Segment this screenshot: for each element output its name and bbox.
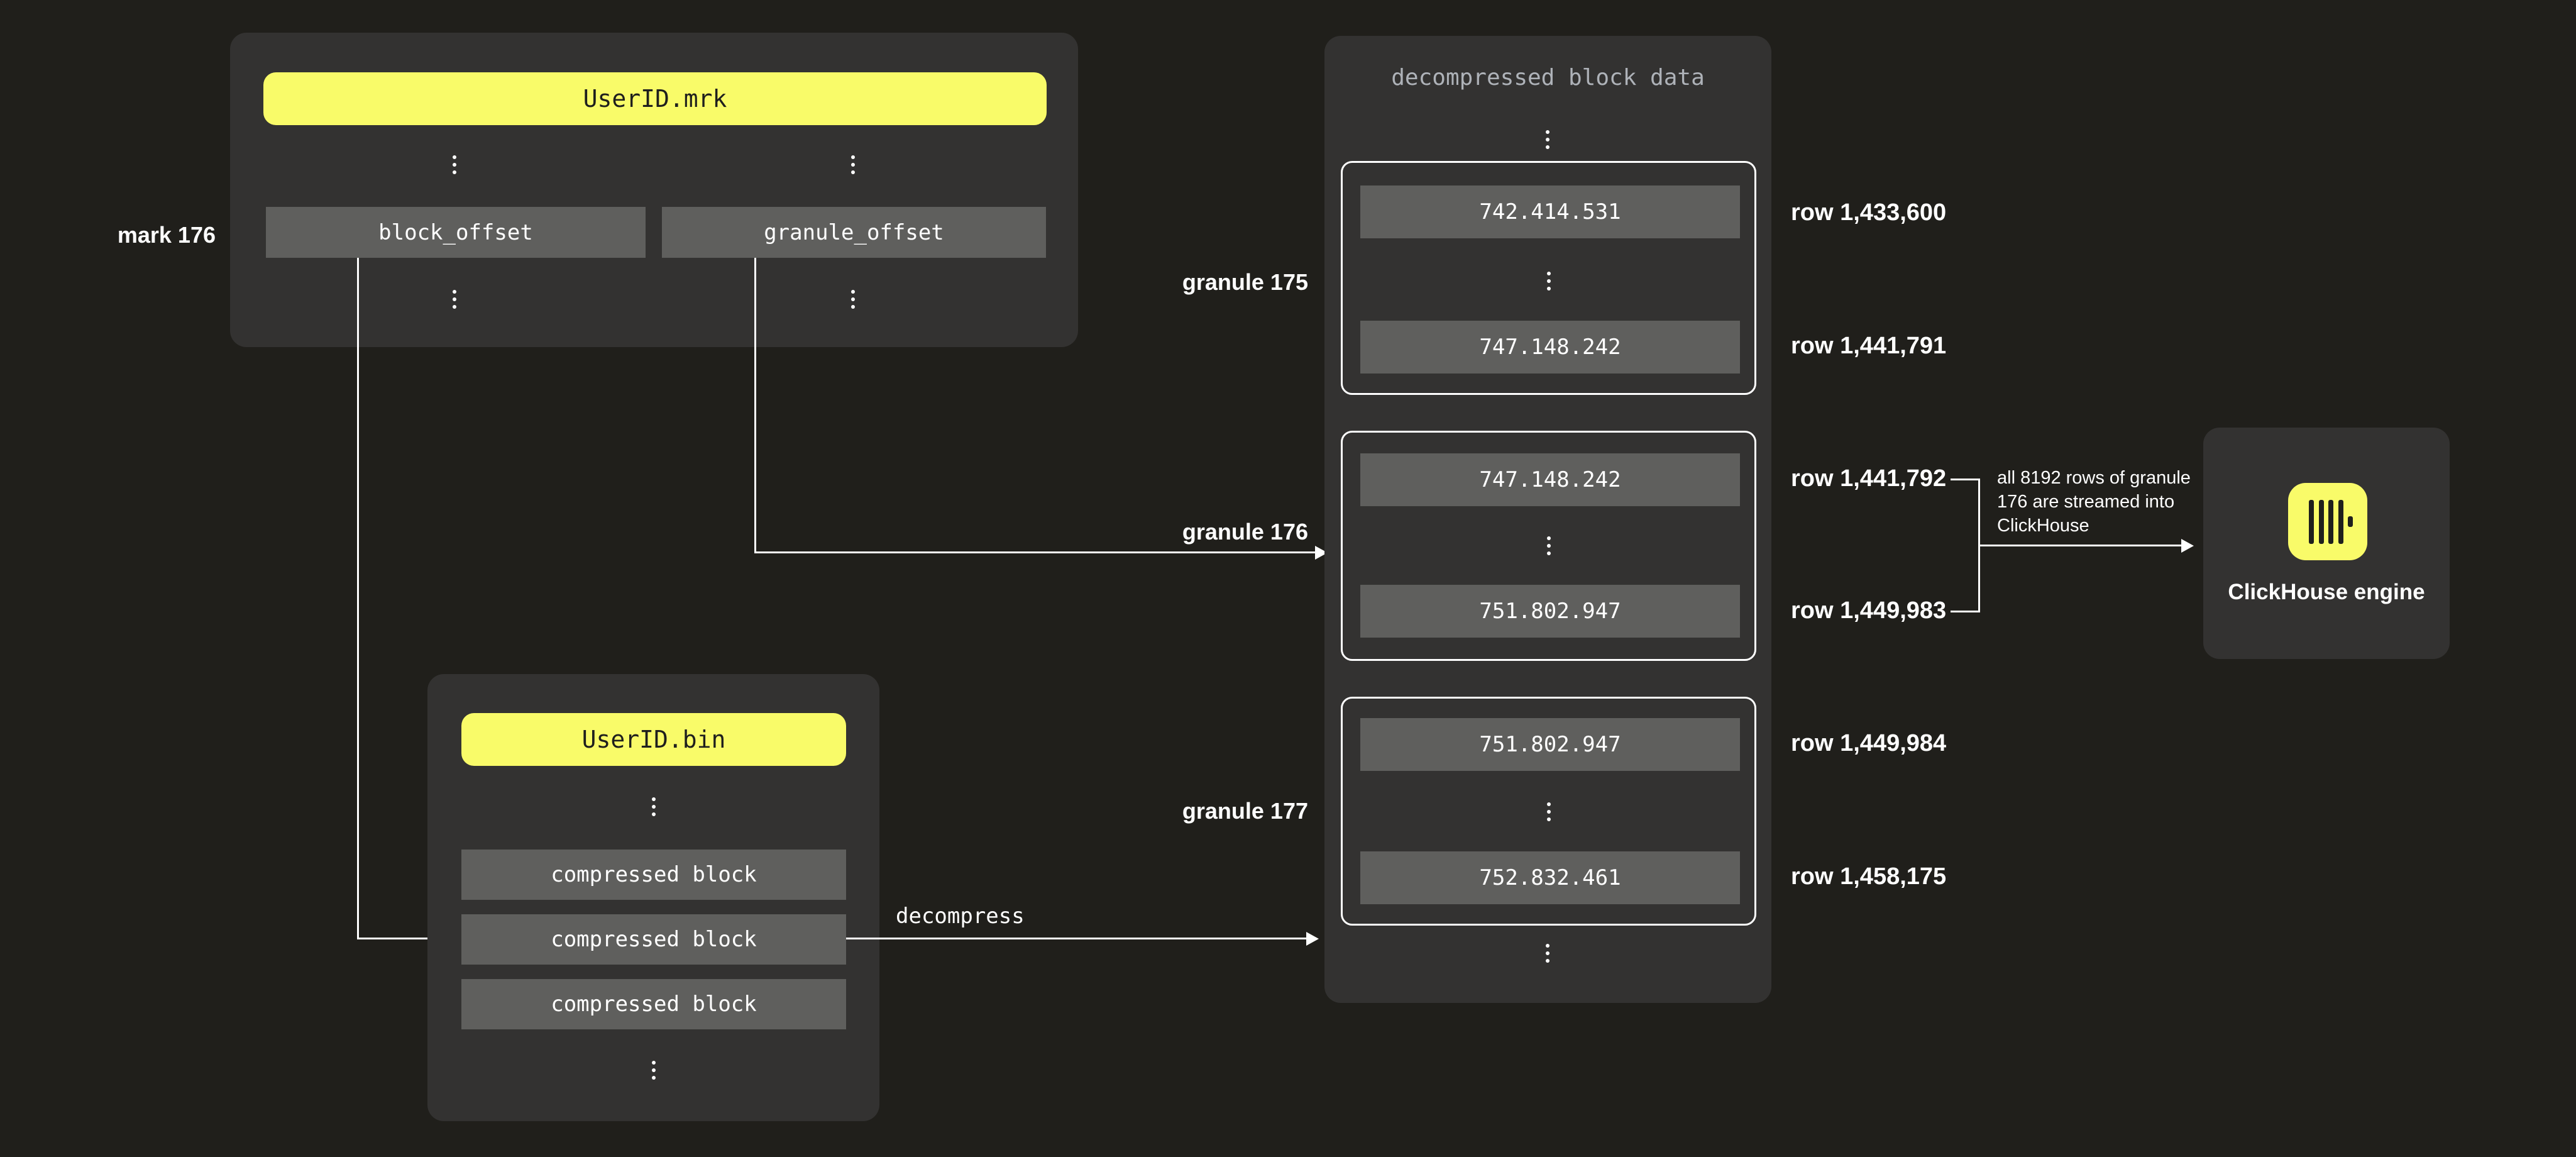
row-label-1433600: row 1,433,600 — [1791, 199, 1947, 226]
ellipsis-icon — [453, 155, 456, 174]
granule-175-last-value: 747.148.242 — [1479, 335, 1621, 360]
stream-annotation: all 8192 rows of granule 176 are streame… — [1997, 466, 2211, 538]
ellipsis-icon — [1547, 802, 1551, 821]
granule-176-group — [1341, 431, 1756, 661]
value-box: 752.832.461 — [1360, 851, 1740, 904]
granule-177-group — [1341, 697, 1756, 926]
arrowhead-decompress — [1306, 932, 1319, 946]
stream-arrow-line — [1978, 545, 2184, 546]
granule-176-first-value: 747.148.242 — [1479, 467, 1621, 492]
clickhouse-engine-label: ClickHouse engine — [2228, 580, 2425, 604]
arrowhead-to-clickhouse — [2181, 539, 2194, 553]
annotation-line-1: all 8192 rows of granule — [1997, 468, 2191, 488]
value-box: 747.148.242 — [1360, 453, 1740, 506]
bracket-top-stub — [1951, 479, 1980, 480]
value-box: 751.802.947 — [1360, 718, 1740, 771]
granule-177-first-value: 751.802.947 — [1479, 732, 1621, 757]
ellipsis-icon — [1547, 536, 1551, 555]
granule-177-last-value: 752.832.461 — [1479, 865, 1621, 890]
mrk-file-title: UserID.mrk — [583, 85, 727, 113]
mark-176-label: mark 176 — [117, 222, 216, 248]
value-box: 747.148.242 — [1360, 321, 1740, 374]
decompress-label: decompress — [896, 904, 1025, 929]
decompress-arrow-line — [846, 938, 1307, 939]
compressed-block-label: compressed block — [551, 927, 757, 952]
granule-175-label: granule 175 — [1182, 269, 1308, 295]
annotation-line-3: ClickHouse — [1997, 516, 2089, 536]
granule-offset-connector-horizontal — [754, 551, 1316, 553]
row-label-1441792: row 1,441,792 — [1791, 465, 1947, 492]
ellipsis-icon — [1546, 130, 1549, 149]
ellipsis-icon — [652, 1061, 656, 1080]
compressed-block-label: compressed block — [551, 862, 757, 887]
granule-offset-label: granule_offset — [764, 219, 944, 245]
ellipsis-icon — [851, 290, 855, 309]
block-offset-label: block_offset — [378, 219, 533, 245]
row-label-1441791: row 1,441,791 — [1791, 333, 1947, 359]
ellipsis-icon — [1547, 272, 1551, 291]
block-offset-connector-horizontal — [357, 938, 449, 939]
annotation-line-2: 176 are streamed into — [1997, 492, 2175, 512]
block-offset-field: block_offset — [266, 207, 646, 258]
granule-175-group — [1341, 161, 1756, 395]
granule-176-label: granule 176 — [1182, 519, 1308, 545]
compressed-block-label: compressed block — [551, 992, 757, 1017]
ellipsis-icon — [453, 290, 456, 309]
bin-file-header: UserID.bin — [461, 713, 846, 766]
block-offset-connector-vertical — [357, 258, 359, 939]
granule-175-first-value: 742.414.531 — [1479, 199, 1621, 224]
compressed-block-1: compressed block — [461, 850, 846, 900]
granule-offset-connector-vertical — [754, 258, 756, 553]
granule-177-label: granule 177 — [1182, 798, 1308, 824]
row-label-1458175: row 1,458,175 — [1791, 863, 1947, 890]
mrk-file-header: UserID.mrk — [263, 72, 1047, 125]
compressed-block-2: compressed block — [461, 914, 846, 965]
bin-file-title: UserID.bin — [581, 726, 726, 753]
row-label-1449983: row 1,449,983 — [1791, 597, 1947, 624]
decompressed-panel-title: decompressed block data — [1391, 65, 1705, 91]
bracket-bottom-stub — [1951, 611, 1980, 612]
ellipsis-icon — [1546, 944, 1549, 963]
granule-offset-field: granule_offset — [662, 207, 1046, 258]
clickhouse-logo-icon — [2288, 483, 2367, 560]
row-label-1449984: row 1,449,984 — [1791, 730, 1947, 756]
ellipsis-icon — [851, 155, 855, 174]
value-box: 751.802.947 — [1360, 585, 1740, 638]
compressed-block-3: compressed block — [461, 979, 846, 1029]
ellipsis-icon — [652, 797, 656, 816]
value-box: 742.414.531 — [1360, 185, 1740, 238]
granule-176-last-value: 751.802.947 — [1479, 599, 1621, 624]
